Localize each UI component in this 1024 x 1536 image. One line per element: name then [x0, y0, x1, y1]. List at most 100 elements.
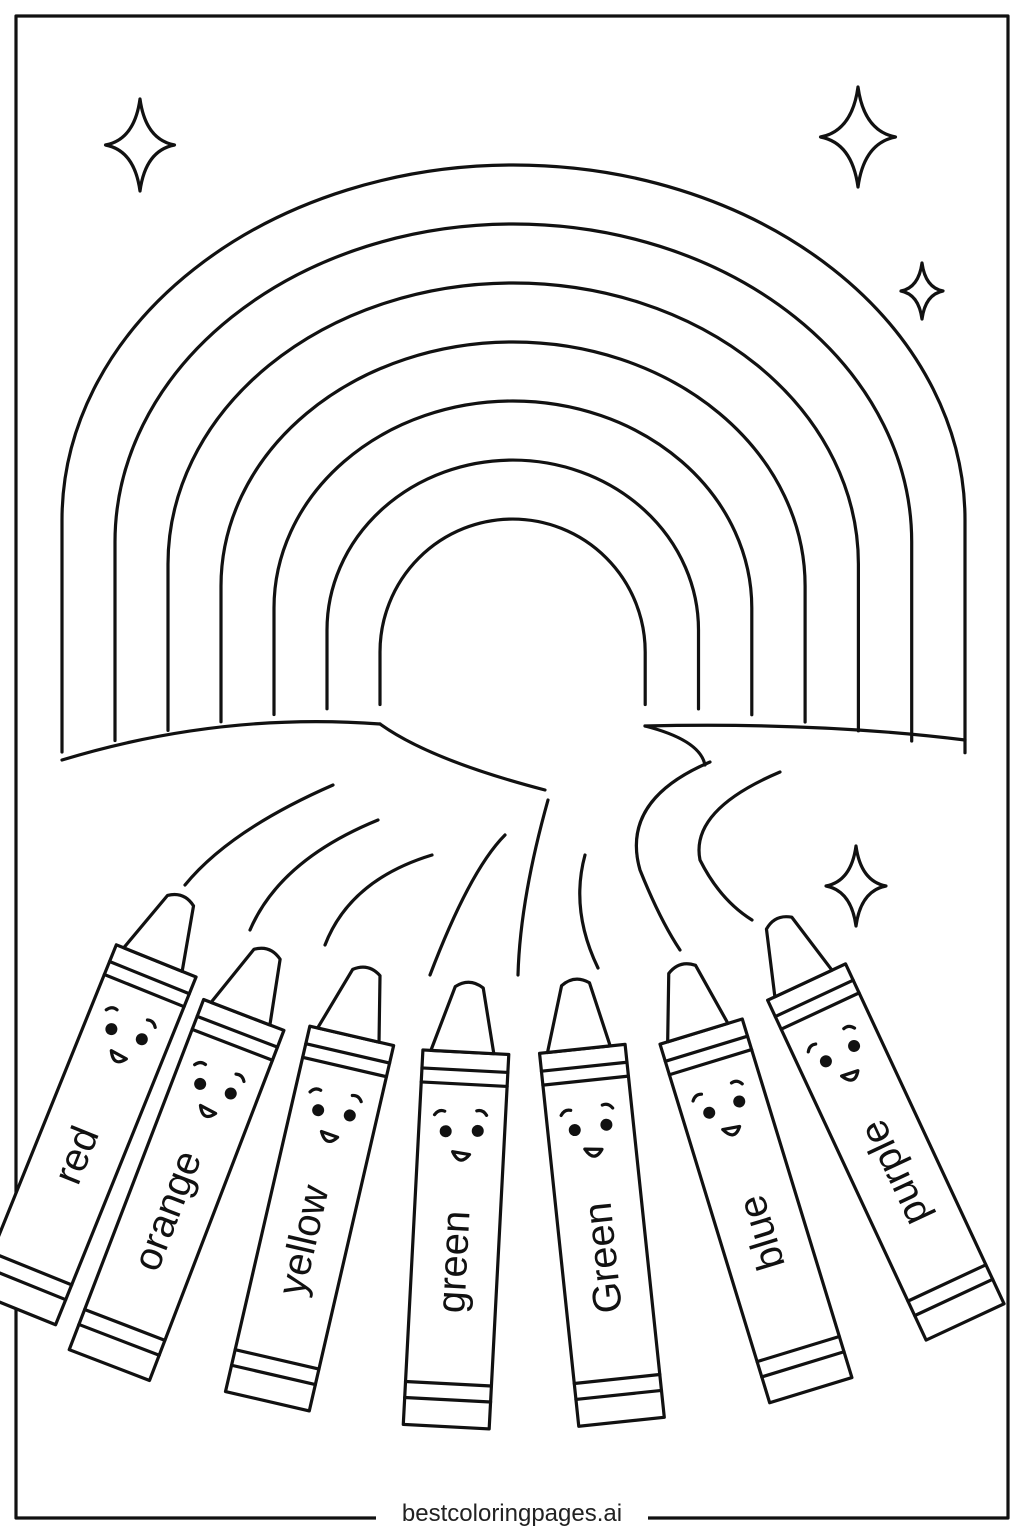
- crayon-stripe: [0, 1251, 74, 1287]
- stream-line: [323, 853, 434, 947]
- stream-line: [634, 760, 712, 952]
- crayon-stripe: [541, 1074, 631, 1087]
- color-streams: [183, 722, 782, 977]
- star-icon: [103, 97, 177, 193]
- crayon-blue: blue: [658, 962, 854, 1405]
- crayon-tip: [122, 892, 196, 974]
- crayon-yellow: yellow: [223, 965, 396, 1413]
- crayon-eye: [471, 1124, 484, 1137]
- crayon-stripe: [107, 959, 191, 996]
- stream-line: [183, 783, 335, 887]
- crayon-stripe: [574, 1388, 664, 1402]
- stream-line: [643, 724, 707, 767]
- crayon-eye: [848, 1039, 861, 1052]
- crayon-stripe: [403, 1395, 493, 1404]
- crayon-stripe: [755, 1334, 841, 1364]
- crayon-brow: [432, 1108, 489, 1117]
- stars: [103, 85, 945, 928]
- crayon-smile: [109, 1049, 128, 1064]
- crayon-brow: [806, 1024, 857, 1054]
- crayon-stripe: [102, 972, 186, 1009]
- crayon-stripe: [0, 1265, 68, 1302]
- crayon-brow: [691, 1079, 744, 1103]
- crayon-smile: [319, 1129, 340, 1144]
- crayon-stripe: [667, 1047, 754, 1077]
- crayon-stripe: [77, 1322, 161, 1357]
- crayon-stripe: [779, 991, 861, 1031]
- crayon-smile: [840, 1069, 860, 1082]
- stream-line: [697, 770, 782, 922]
- crayon-brow: [308, 1087, 363, 1104]
- crayon-stripe: [301, 1055, 389, 1079]
- rainbow-arc: [166, 281, 860, 733]
- crayon-stripe: [539, 1060, 629, 1073]
- stream-line: [578, 853, 600, 970]
- rainbow: [60, 163, 967, 762]
- crayon-tip: [764, 915, 834, 999]
- stream-line: [378, 722, 547, 792]
- crayon-stripe: [419, 1080, 509, 1089]
- page-border: [14, 14, 1010, 1520]
- crayon-eye: [733, 1095, 746, 1108]
- rainbow-arc: [113, 222, 914, 743]
- star-icon: [818, 85, 898, 189]
- crayon-green: green: [401, 980, 511, 1431]
- stream-line: [516, 798, 550, 977]
- crayon-eye: [703, 1106, 716, 1119]
- rainbow-arc: [219, 340, 807, 724]
- crayon-smile: [451, 1150, 472, 1162]
- stream-line: [248, 818, 380, 932]
- crayon-eye: [135, 1033, 148, 1046]
- crayon-eye: [343, 1109, 356, 1122]
- crayon-stripe: [773, 978, 855, 1019]
- crayon-stripe: [760, 1350, 846, 1379]
- crayon-tip: [666, 962, 730, 1044]
- rainbow-arc: [60, 163, 967, 755]
- crayon-body: [401, 1048, 511, 1431]
- crayon-smile: [583, 1147, 604, 1158]
- footer: bestcoloringpages.ai: [0, 1500, 1024, 1528]
- crayon-eye: [600, 1118, 613, 1131]
- crayon-orange: orange: [67, 946, 286, 1383]
- stream-line: [428, 833, 507, 977]
- rainbow-base-right: [643, 723, 967, 742]
- crayon-stripe: [195, 1014, 280, 1049]
- crayon-tip: [429, 980, 496, 1056]
- crayon-eye: [568, 1124, 581, 1137]
- crayon-eye: [439, 1125, 452, 1138]
- crayon-eye: [819, 1055, 832, 1068]
- star-icon: [899, 261, 945, 321]
- crayon-brow: [193, 1060, 246, 1084]
- crayon-brow: [104, 1006, 157, 1029]
- rainbow-arc: [325, 458, 701, 711]
- crayon-stripe: [190, 1027, 275, 1062]
- crayon-stripe: [233, 1348, 321, 1371]
- crayon-purple: purple: [764, 915, 1006, 1342]
- crayon-stripe: [913, 1277, 995, 1318]
- crayon-stripe: [83, 1307, 167, 1342]
- crayon-stripe: [663, 1034, 750, 1063]
- crayon-stripe: [906, 1263, 988, 1303]
- rainbow-arc: [272, 399, 754, 717]
- crayon-tip: [545, 977, 612, 1055]
- crayon-tip: [209, 946, 282, 1027]
- crayon-eye: [105, 1023, 118, 1036]
- footer-text: bestcoloringpages.ai: [375, 1500, 649, 1527]
- crayon-stripe: [420, 1066, 510, 1075]
- crayon-stripe: [229, 1363, 317, 1387]
- crayon-smile: [721, 1124, 742, 1137]
- crayon-body: [223, 1024, 396, 1413]
- crayon-eye: [194, 1077, 207, 1090]
- crayon-smile: [198, 1103, 218, 1119]
- crayon-tip: [316, 965, 382, 1044]
- star-icon: [824, 844, 888, 928]
- crayon-eye: [224, 1087, 237, 1100]
- crayon-green-2: Green: [537, 977, 666, 1428]
- crayon-brow: [559, 1102, 615, 1117]
- crayon-eye: [312, 1104, 325, 1117]
- crayon-red: red: [0, 892, 198, 1327]
- crayon-stripe: [304, 1042, 392, 1065]
